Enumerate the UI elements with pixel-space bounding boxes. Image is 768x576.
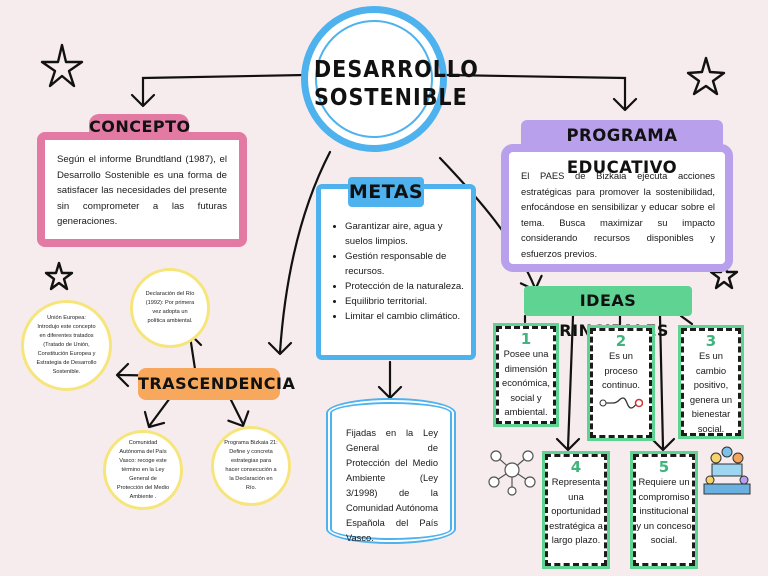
process-icon <box>599 396 643 409</box>
network-icon <box>488 450 536 496</box>
idea-number: 3 <box>705 332 717 350</box>
circle-bizkaia: Programa Bizkaia 21: Define y concreta e… <box>211 426 291 506</box>
metas-extra-box: Fijadas en la Ley General de Protección … <box>330 402 452 543</box>
idea-number: 2 <box>615 332 627 350</box>
team-icon <box>703 446 751 495</box>
idea-card-5: 5 Requiere un compromiso institucional y… <box>633 454 695 566</box>
ideas-label: IDEAS PRINCIPALES <box>524 286 692 340</box>
idea-text: Es un cambio positivo, genera un bienest… <box>689 350 733 434</box>
metas-item: Equilibrio territorial. <box>345 294 464 309</box>
idea-card-4: 4 Representa una oportunidad estratégica… <box>545 454 607 566</box>
idea-number: 4 <box>570 458 582 476</box>
idea-text: Representa una oportunidad estratégica a… <box>549 476 603 545</box>
metas-list: Garantizar aire, agua y suelos limpios. … <box>333 219 464 324</box>
concepto-box: Según el informe Brundtland (1987), el D… <box>37 132 247 247</box>
page-title: DESARROLLO SOSTENIBLE <box>314 57 479 111</box>
metas-box: Garantizar aire, agua y suelos limpios. … <box>316 184 476 360</box>
idea-number: 5 <box>658 458 670 476</box>
metas-item: Limitar el cambio climático. <box>345 309 464 324</box>
metas-label: METAS <box>348 177 424 207</box>
metas-item: Garantizar aire, agua y suelos limpios. <box>345 219 464 249</box>
concepto-text: Según el informe Brundtland (1987), el D… <box>57 154 227 227</box>
metas-item: Gestión responsable de recursos. <box>345 249 464 279</box>
star-icon <box>40 43 739 291</box>
circle-ue: Unión Europea: Introdujo este concepto e… <box>21 300 112 391</box>
programa-box: El PAES de Bizkaia ejecuta acciones estr… <box>501 144 733 272</box>
metas-extra-text: Fijadas en la Ley General de Protección … <box>346 428 438 543</box>
idea-text: Requiere un compromiso institucional y u… <box>636 476 692 545</box>
idea-card-3: 3 Es un cambio positivo, genera un biene… <box>681 328 741 436</box>
idea-card-1: 1 Posee una dimensión económica, social … <box>496 326 556 424</box>
idea-text: Es un proceso continuo. <box>601 350 641 390</box>
circle-pais-vasco: Comunidad Autónoma del País Vasco: recog… <box>103 430 183 510</box>
idea-text: Posee una dimensión económica, social y … <box>502 348 550 417</box>
idea-card-2: 2 Es un proceso continuo. <box>590 328 652 438</box>
programa-text: El PAES de Bizkaia ejecuta acciones estr… <box>521 170 715 259</box>
title-ring <box>301 6 447 152</box>
circle-rio: Declaración del Río (1992): Por primera … <box>130 268 210 348</box>
idea-number: 1 <box>520 330 532 348</box>
metas-item: Protección de la naturaleza. <box>345 279 464 294</box>
programa-label: PROGRAMA EDUCATIVO <box>521 120 723 177</box>
trascendencia-label: TRASCENDENCIA <box>138 368 295 400</box>
concepto-label: CONCEPTO <box>89 114 190 140</box>
